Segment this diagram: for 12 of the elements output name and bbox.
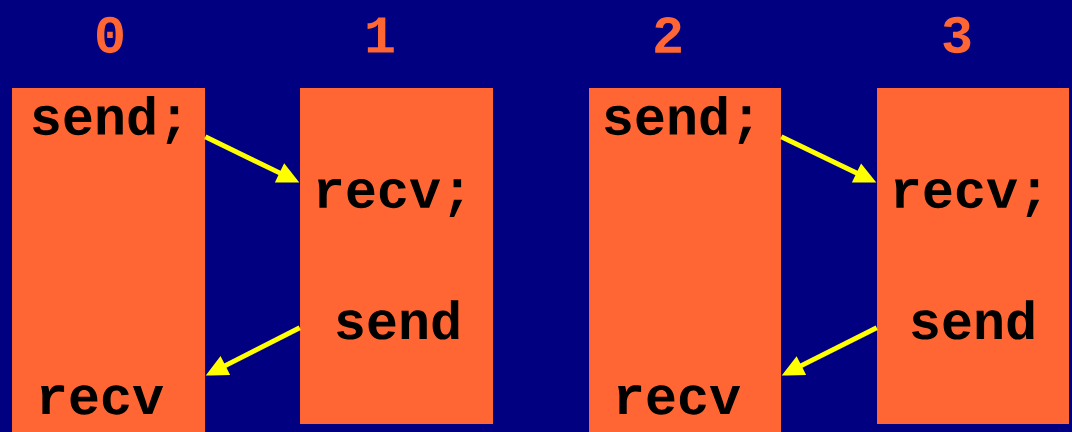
code-text: recv;: [318, 178, 463, 218]
process-number: 1: [367, 17, 394, 53]
process-number: 0: [97, 16, 123, 54]
code-text: recv: [41, 385, 164, 415]
code-text: send: [912, 300, 1034, 340]
code-text: send: [337, 300, 459, 340]
process-number: 3: [943, 16, 971, 54]
code-text: recv: [618, 385, 741, 415]
code-text: recv;: [895, 178, 1040, 218]
code-text: send;: [605, 95, 752, 145]
code-text: send;: [33, 95, 180, 145]
process-number: 2: [655, 17, 681, 53]
